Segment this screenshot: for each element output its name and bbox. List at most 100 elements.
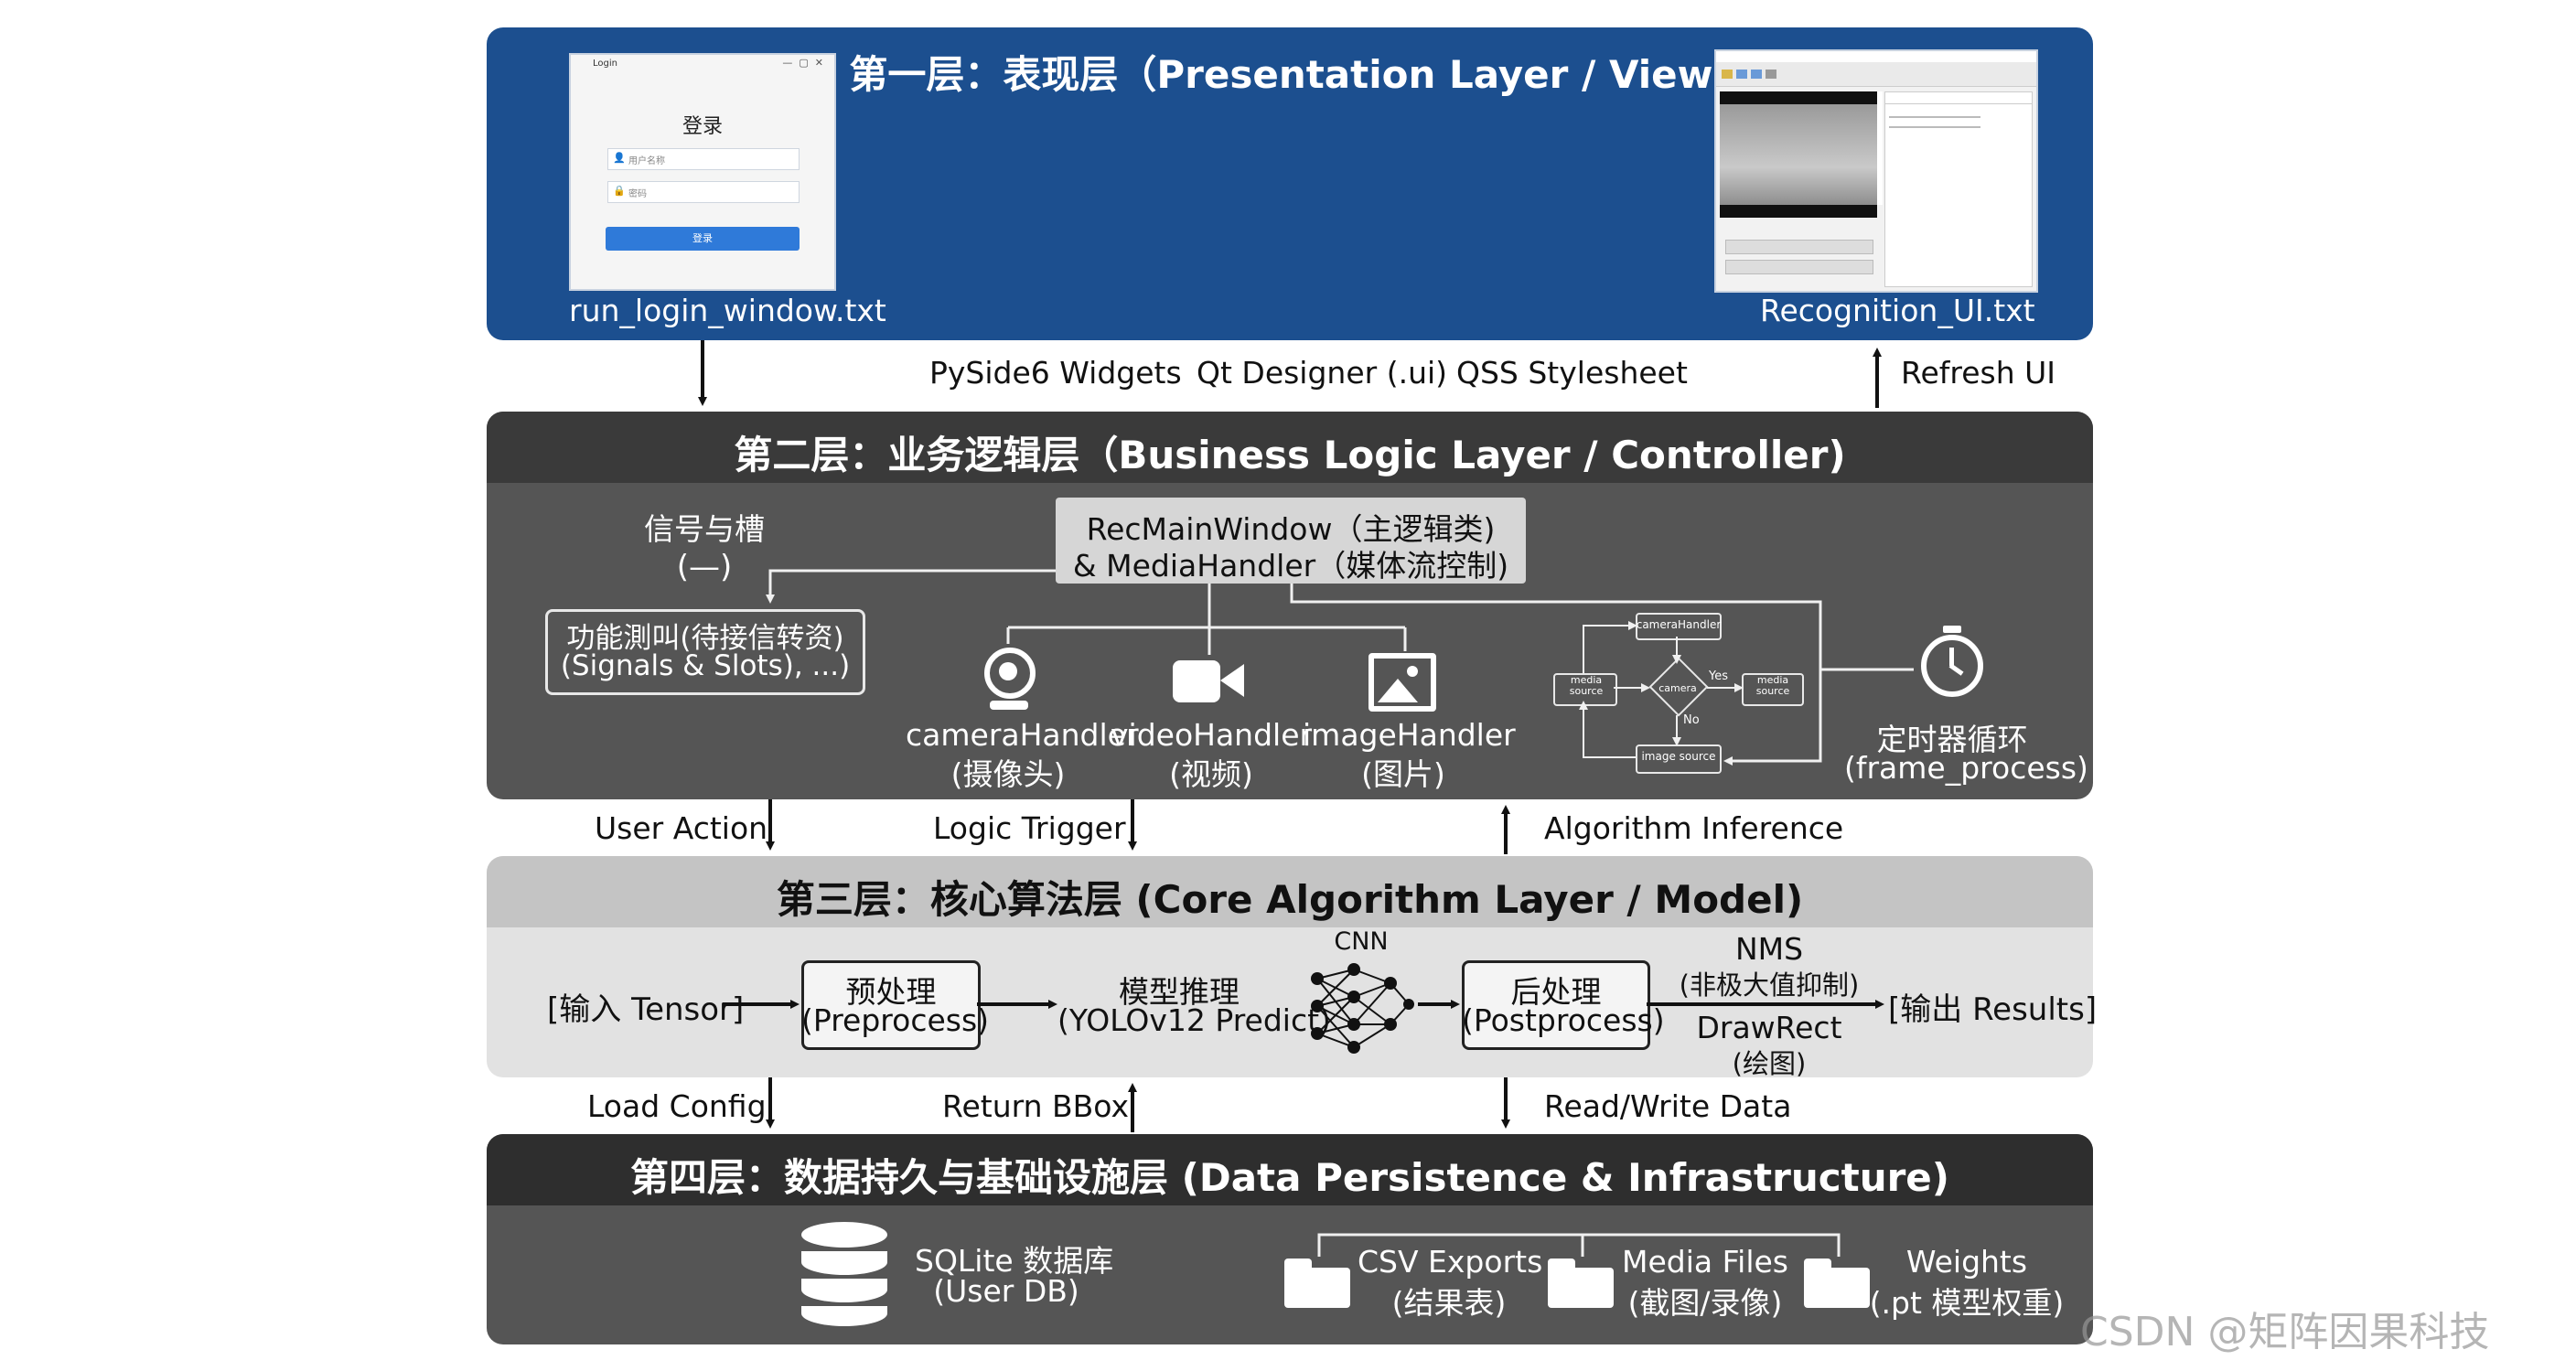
main-window-line2: & MediaHandler（媒体流控制) <box>1072 548 1509 584</box>
preprocess-line2: (Preprocess) <box>801 1002 990 1038</box>
flow-left-to-camera-handler <box>1583 621 1637 673</box>
logic-trigger-label: Logic Trigger <box>933 810 1126 846</box>
recognition-file-label: Recognition_UI.txt <box>1760 293 2035 328</box>
user-icon: 👤 <box>613 152 626 164</box>
folder-icon-weights-body <box>1804 1268 1870 1308</box>
timer-title: 定时器循环 <box>1876 722 2028 757</box>
algorithm-inference-label: Algorithm Inference <box>1544 810 1844 846</box>
video-camera-icon-lens <box>1220 664 1244 697</box>
image-handler-name: imageHandler <box>1303 717 1516 753</box>
database-icon-disk-3 <box>801 1279 887 1302</box>
media-files-line2: (截图/录像) <box>1627 1285 1783 1321</box>
read-write-data-label: Read/Write Data <box>1544 1088 1792 1124</box>
sqlite-db-line2: (User DB) <box>933 1273 1079 1309</box>
flow-media-source-left-label: media source <box>1569 674 1604 697</box>
csv-exports-line2: (结果表) <box>1391 1285 1507 1321</box>
flow-no-label: No <box>1683 713 1700 727</box>
data-persistence-layer-title: 第四层：数据持久与基础设施层 (Data Persistence & Infra… <box>630 1155 1949 1200</box>
stopwatch-icon-hand-v <box>1949 648 1954 666</box>
database-icon-disk-1 <box>801 1222 887 1248</box>
cnn-label: CNN <box>1334 927 1389 956</box>
business-logic-layer: 第二层：业务逻辑层（Business Logic Layer / Control… <box>487 412 2093 799</box>
login-window-thumbnail: Login — ▢ ✕ 登录 👤 用户名称 🔒 密码 登录 <box>569 53 836 291</box>
business-logic-header <box>487 412 2093 483</box>
signals-slots-line2: (Signals & Slots), ...) <box>560 649 851 682</box>
result-table-rows <box>1889 116 1980 136</box>
user-action-label: User Action <box>595 810 768 846</box>
drawrect-sub: (绘图) <box>1732 1048 1807 1079</box>
csv-exports-line1: CSV Exports <box>1358 1244 1543 1280</box>
window-controls: — ▢ ✕ <box>782 57 823 69</box>
connector-main-to-signals <box>766 569 1056 604</box>
flow-media-source-right-label: media source <box>1755 674 1790 697</box>
image-icon-mountain <box>1378 679 1418 702</box>
flow-image-to-left <box>1579 701 1636 758</box>
database-icon-disk-2 <box>801 1251 887 1275</box>
username-field: 👤 用户名称 <box>607 148 800 170</box>
presentation-layer-title: 第一层：表现层（Presentation Layer / View) <box>849 52 1731 97</box>
refresh-ui-label: Refresh UI <box>1901 355 2055 391</box>
core-algorithm-header <box>487 856 2093 927</box>
model-inference-line2: (YOLOv12 Predict) <box>1057 1002 1331 1038</box>
video-camera-icon <box>1173 657 1246 708</box>
camera-preview-bottom-bar <box>1720 205 1877 218</box>
nms-label: NMS <box>1734 931 1804 967</box>
nms-sub: (非极大值抑制) <box>1679 969 1860 1001</box>
lock-icon: 🔒 <box>613 185 626 197</box>
data-persistence-header <box>487 1134 2093 1205</box>
control-button-2 <box>1725 260 1873 274</box>
control-button-1 <box>1725 240 1873 254</box>
timer-sub: (frame_process) <box>1844 750 2088 786</box>
main-window-line1: RecMainWindow（主逻辑类) <box>1086 511 1496 547</box>
signal-slot-icon: (—) <box>676 549 733 585</box>
image-handler-sub: (图片) <box>1361 756 1445 792</box>
stopwatch-icon-crown <box>1943 626 1961 633</box>
signals-slots-box <box>545 609 865 695</box>
postprocess-line2: (Postprocess) <box>1462 1002 1665 1038</box>
login-heading: 登录 <box>682 115 723 138</box>
flow-yes-label: Yes <box>1709 669 1728 683</box>
main-window-box <box>1056 498 1526 584</box>
camera-preview <box>1720 91 1877 218</box>
flow-camera-label: camera <box>1658 682 1697 694</box>
data-persistence-layer: 第四层：数据持久与基础设施层 (Data Persistence & Infra… <box>487 1134 2093 1344</box>
login-button: 登录 <box>606 227 800 251</box>
business-logic-layer-title: 第二层：业务逻辑层（Business Logic Layer / Control… <box>734 433 1846 477</box>
drawrect-label: DrawRect <box>1696 1010 1842 1045</box>
video-camera-icon-body <box>1173 660 1220 702</box>
image-icon-sun <box>1407 666 1418 677</box>
weights-line1: Weights <box>1905 1244 2028 1280</box>
postprocess-line1: 后处理 <box>1510 974 1602 1010</box>
video-handler-name: videoHandler <box>1111 717 1313 753</box>
camera-handler-name: cameraHandler <box>906 717 1139 753</box>
database-icon-disk-4 <box>801 1306 887 1326</box>
camera-handler-sub: (摄像头) <box>950 756 1066 792</box>
folder-icon-media-tab <box>1548 1259 1575 1269</box>
core-algorithm-layer-title: 第三层：核心算法层 (Core Algorithm Layer / Model) <box>776 877 1804 922</box>
webcam-icon-base <box>990 701 1028 710</box>
signals-slots-line1: 功能測叫(待接信转资) <box>566 622 844 655</box>
connector-storage-bar <box>1317 1233 1841 1257</box>
webcam-icon-lens <box>999 662 1017 680</box>
load-config-label: Load Config <box>587 1088 767 1124</box>
image-icon <box>1368 653 1436 712</box>
folder-icon-csv-body <box>1284 1268 1350 1308</box>
username-placeholder: 用户名称 <box>628 156 665 166</box>
webcam-icon <box>979 646 1039 715</box>
stopwatch-icon-dial <box>1921 635 1983 697</box>
pyside6-widgets-label: PySide6 Widgets <box>929 355 1182 391</box>
neural-network-nodes <box>1311 963 1414 1054</box>
folder-icon-media-body <box>1548 1268 1614 1308</box>
folder-icon-csv <box>1284 1259 1350 1308</box>
folder-icon-csv-tab <box>1284 1259 1312 1269</box>
sqlite-db-line1: SQLite 数据库 <box>915 1243 1114 1279</box>
media-files-line1: Media Files <box>1621 1244 1788 1280</box>
webcam-icon-ring <box>984 648 1036 699</box>
connector-main-to-flow <box>1290 584 1822 766</box>
video-handler-sub: (视频) <box>1169 756 1253 792</box>
preview-side-panel <box>1877 91 1883 205</box>
database-icon <box>801 1222 887 1326</box>
result-table <box>1884 91 2033 287</box>
password-field: 🔒 密码 <box>607 181 800 203</box>
